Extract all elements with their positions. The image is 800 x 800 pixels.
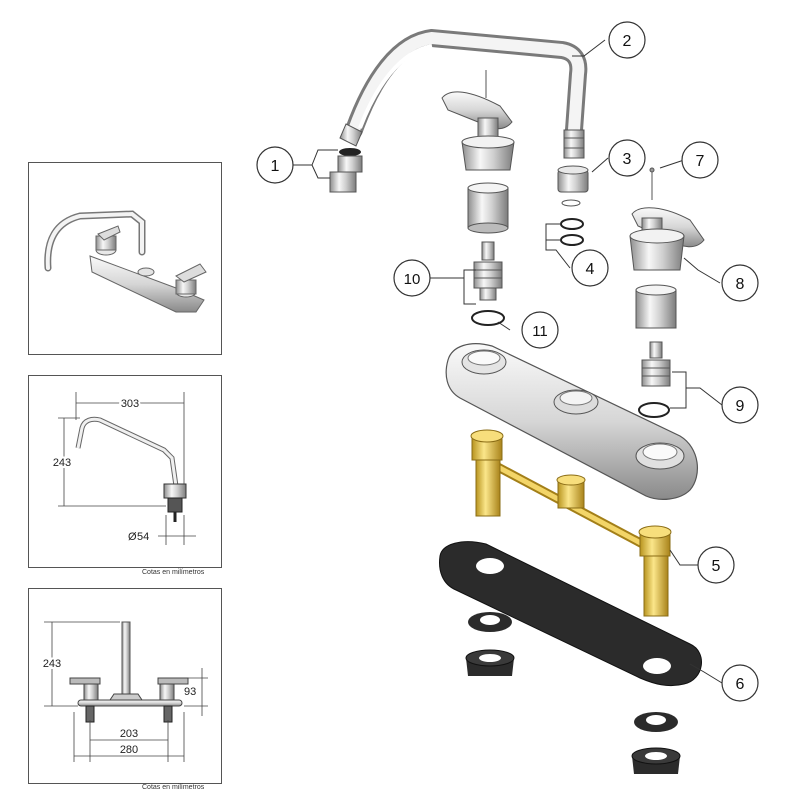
side-width-dim: 303 (121, 398, 139, 410)
side-diameter-dim: 54 (137, 531, 149, 543)
aerator-part (329, 148, 363, 193)
callout-5: 5 (712, 558, 721, 575)
side-diameter-symbol: Ø (128, 531, 137, 543)
callout-9: 9 (736, 398, 745, 415)
front-overall-width-dim: 280 (120, 744, 138, 756)
callout-4: 4 (586, 261, 595, 278)
lock-nut-left (465, 612, 515, 676)
brass-valve-body-part (470, 429, 672, 617)
callout-10: 10 (404, 271, 421, 288)
front-handle-height-dim: 93 (184, 686, 196, 698)
right-cartridge-part (638, 341, 671, 418)
gasket-part (439, 541, 702, 687)
cartridge-part (473, 241, 503, 301)
front-view (44, 621, 208, 762)
callout-11: 11 (532, 323, 548, 340)
side-view (58, 392, 196, 545)
callout-2: 2 (623, 33, 632, 50)
front-center-spacing-dim: 203 (120, 728, 138, 740)
deck-plate-part (445, 343, 698, 500)
o-ring-part (560, 218, 584, 246)
right-handle-part (629, 167, 705, 329)
callout-7: 7 (696, 153, 705, 170)
leader-lines (292, 39, 723, 684)
cartridge-o-ring-part (471, 310, 505, 326)
left-handle-part (441, 70, 515, 234)
spout-part (339, 28, 588, 159)
iso-view-panel (28, 162, 222, 355)
side-height-dim: 243 (53, 457, 71, 469)
callout-bubbles (256, 21, 759, 702)
callout-6: 6 (736, 676, 745, 693)
iso-faucet (44, 210, 207, 313)
callout-8: 8 (736, 276, 745, 293)
units-note-side: Cotas en milímetros (142, 569, 205, 576)
front-height-dim: 243 (43, 658, 61, 670)
units-note-front: Cotas en milímetros (142, 784, 205, 791)
callout-3: 3 (623, 151, 632, 168)
lock-nut-right (631, 712, 681, 774)
callout-1: 1 (271, 158, 280, 175)
spout-nut-part (557, 165, 589, 207)
